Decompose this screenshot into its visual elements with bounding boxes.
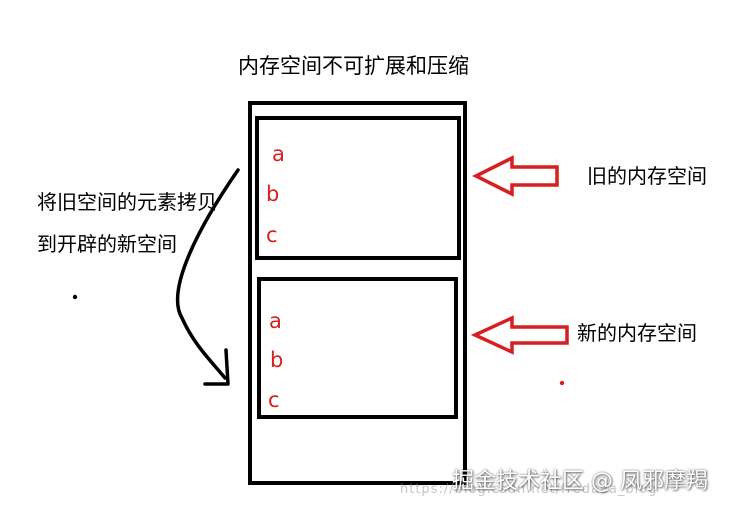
copy-note-line2: 到开辟的新空间 (37, 232, 177, 256)
old-item-a: a (272, 142, 285, 166)
new-item-c: c (268, 388, 280, 412)
diagram-title: 内存空间不可扩展和压缩 (238, 54, 469, 78)
memory-container (248, 101, 467, 485)
old-item-b: b (266, 182, 280, 206)
new-item-a: a (269, 309, 282, 333)
copy-note-line1: 将旧空间的元素拷贝 (37, 190, 217, 214)
old-pointer-arrow (472, 155, 559, 197)
new-memory-label: 新的内存空间 (577, 321, 697, 345)
copy-arrowhead (203, 348, 230, 386)
old-item-c: c (266, 223, 278, 247)
site-watermark: 掘金技术社区 @ 凤邪摩羯 (452, 469, 708, 494)
stray-dot-red (559, 380, 565, 386)
copy-curve-arrow (176, 168, 240, 380)
old-memory-label: 旧的内存空间 (587, 164, 707, 188)
stray-dot-black (72, 294, 78, 300)
old-memory-box (255, 116, 461, 260)
new-item-b: b (270, 348, 284, 372)
new-memory-box (257, 277, 458, 419)
new-pointer-arrow (470, 315, 569, 355)
url-watermark: https://blog.csdn.net/fredaaa_blog (400, 482, 658, 497)
